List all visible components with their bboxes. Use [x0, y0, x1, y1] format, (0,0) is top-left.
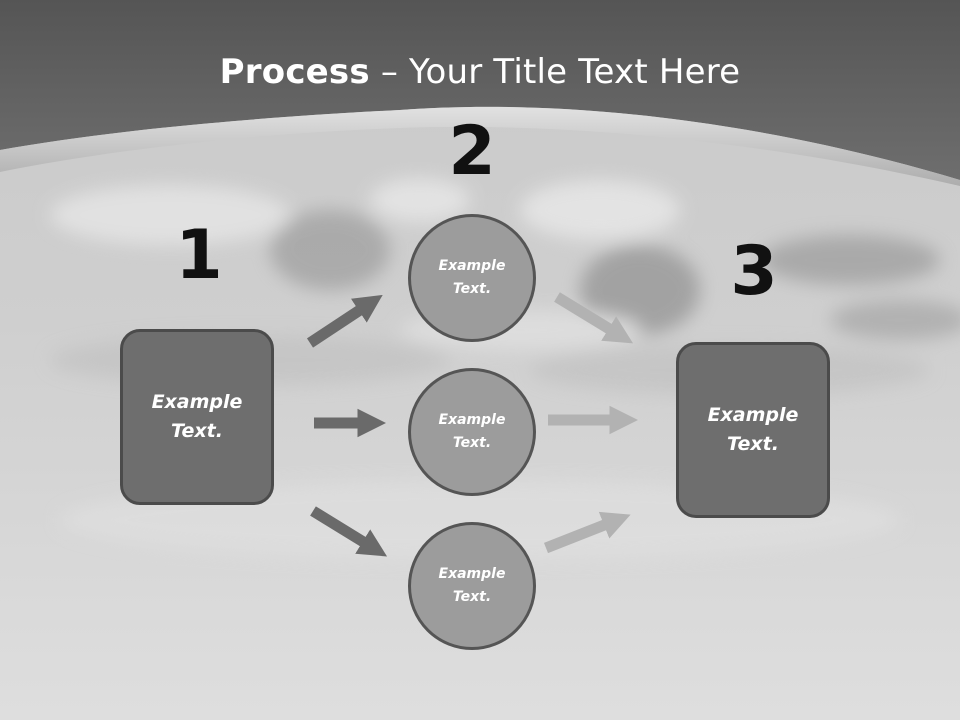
circle-bottom-text: Example Text.: [438, 566, 506, 605]
right-box-text: Example Text.: [707, 404, 799, 455]
page-title: Process – Your Title Text Here: [0, 52, 960, 92]
process-circle-middle[interactable]: Example Text.: [408, 368, 536, 496]
circle-top-text: Example Text.: [438, 258, 506, 297]
process-circle-bottom[interactable]: Example Text.: [408, 522, 536, 650]
title-rest: Your Title Text Here: [409, 52, 741, 92]
left-process-box[interactable]: Example Text.: [120, 329, 274, 505]
step-number-2: 2: [448, 112, 496, 191]
step-number-3: 3: [730, 232, 778, 311]
title-separator: –: [369, 52, 410, 92]
title-bold: Process: [219, 52, 370, 92]
process-circle-top[interactable]: Example Text.: [408, 214, 536, 342]
left-box-text: Example Text.: [151, 391, 243, 442]
right-process-box[interactable]: Example Text.: [676, 342, 830, 518]
step-number-1: 1: [175, 216, 223, 295]
circle-middle-text: Example Text.: [438, 412, 506, 451]
